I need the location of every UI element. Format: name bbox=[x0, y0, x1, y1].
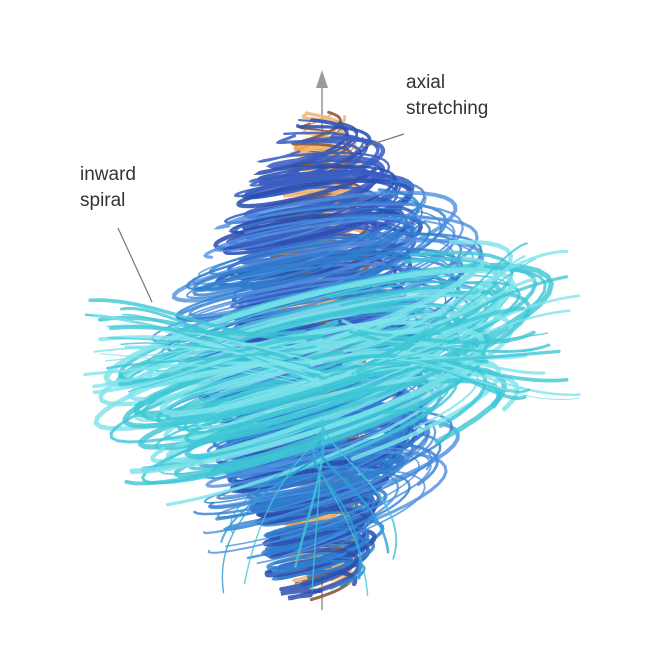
inflow-wisp bbox=[93, 346, 330, 377]
axial-stretching-label: axial stretching bbox=[406, 72, 488, 119]
inflow-wisp bbox=[117, 333, 323, 387]
inflow-wisp bbox=[348, 329, 569, 383]
inflow-wisp bbox=[312, 429, 369, 596]
inflow-wisp bbox=[319, 449, 390, 554]
inflow-wisp bbox=[221, 453, 323, 594]
inflow-wisp bbox=[355, 332, 549, 375]
inflow-wisp bbox=[230, 438, 323, 533]
inflow-wisp bbox=[294, 419, 325, 568]
inflow-wisp bbox=[99, 353, 315, 388]
axial-stretching-line-2: stretching bbox=[406, 98, 488, 119]
inflow-wisp bbox=[341, 277, 537, 334]
outer-cyan-streamline bbox=[122, 282, 502, 460]
inflow-wisp bbox=[108, 337, 311, 383]
inflow-wisp bbox=[122, 313, 316, 379]
inflow-wisp bbox=[105, 345, 316, 370]
inflow-wisp bbox=[120, 342, 314, 369]
outer-cyan-streamline bbox=[127, 318, 449, 464]
axial-stretching-leader bbox=[359, 133, 405, 149]
inward-spiral-leader bbox=[117, 227, 153, 303]
inflow-wisp bbox=[312, 445, 362, 580]
inflow-wisp bbox=[109, 325, 307, 337]
inflow-wisp bbox=[127, 364, 321, 387]
axial-stretching-line-1: axial bbox=[406, 72, 445, 93]
inward-spiral-label: inward spiral bbox=[80, 164, 141, 211]
inflow-wisp bbox=[364, 349, 561, 367]
inflow-wisp bbox=[311, 429, 323, 592]
inflow-wisp bbox=[340, 242, 528, 362]
inward-spiral-line-2: spiral bbox=[80, 190, 125, 211]
inflow-wisp bbox=[93, 313, 321, 375]
outer-cyan-streamline bbox=[109, 267, 547, 485]
inflow-wisp bbox=[128, 336, 306, 393]
inflow-wisp bbox=[355, 306, 525, 373]
inflow-wisp bbox=[243, 434, 323, 585]
inflow-wisp bbox=[83, 338, 324, 376]
cyan-wisp-streamlines bbox=[83, 242, 581, 596]
inflow-wisp bbox=[343, 249, 569, 353]
inflow-wisp bbox=[342, 357, 524, 391]
inflow-wisp bbox=[321, 423, 397, 560]
inward-spiral-line-1: inward bbox=[80, 164, 136, 185]
